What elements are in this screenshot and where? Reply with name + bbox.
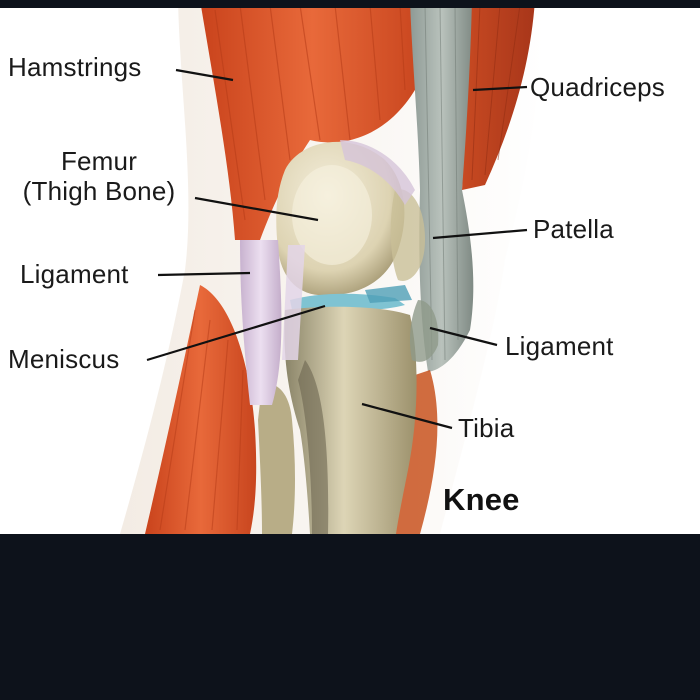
patella-connector xyxy=(340,140,415,205)
patellar-ligament xyxy=(410,300,439,362)
leader-femur xyxy=(194,196,319,222)
label-patella: Patella xyxy=(533,214,614,244)
collateral-ligament xyxy=(240,240,282,405)
diagram-title: Knee xyxy=(443,482,520,517)
tibia-shadow xyxy=(298,360,329,534)
bottom-frame-panel xyxy=(0,534,700,700)
collateral-ligament-strand xyxy=(282,245,305,360)
hamstrings-fibres xyxy=(214,4,406,221)
fibula-bone xyxy=(258,384,295,534)
leader-lines xyxy=(146,68,528,430)
label-tibia: Tibia xyxy=(458,413,515,443)
label-femur-line1: Femur xyxy=(60,146,138,176)
label-ligament-left: Ligament xyxy=(20,259,129,289)
patella-bone xyxy=(390,189,425,281)
label-meniscus: Meniscus xyxy=(8,344,120,374)
leader-tibia xyxy=(361,402,453,430)
label-hamstrings: Hamstrings xyxy=(8,52,142,82)
label-femur-line2: (Thigh Bone) xyxy=(22,176,176,206)
leader-quadriceps xyxy=(472,85,528,92)
calf-muscle-right xyxy=(395,370,438,534)
label-ligament-right: Ligament xyxy=(505,331,614,361)
hamstrings-muscle xyxy=(200,0,425,240)
leader-ligament-left xyxy=(157,271,251,277)
leader-hamstrings xyxy=(175,68,234,82)
tendon-fibres xyxy=(424,4,459,361)
femur-highlight xyxy=(292,165,372,265)
label-femur: Femur (Thigh Bone) xyxy=(4,146,194,206)
label-quadriceps: Quadriceps xyxy=(530,72,665,102)
quadriceps-muscle xyxy=(462,0,535,190)
leader-meniscus xyxy=(146,304,326,362)
leader-ligament-right xyxy=(429,326,498,347)
knee-anatomy-art xyxy=(120,0,545,534)
calf-muscle-left xyxy=(145,285,257,534)
knee-illustration: Hamstrings Quadriceps Femur (Thigh Bone)… xyxy=(0,0,700,534)
meniscus-cartilage-2 xyxy=(365,285,412,303)
leader-patella xyxy=(432,228,528,240)
top-frame-bar xyxy=(0,0,700,8)
